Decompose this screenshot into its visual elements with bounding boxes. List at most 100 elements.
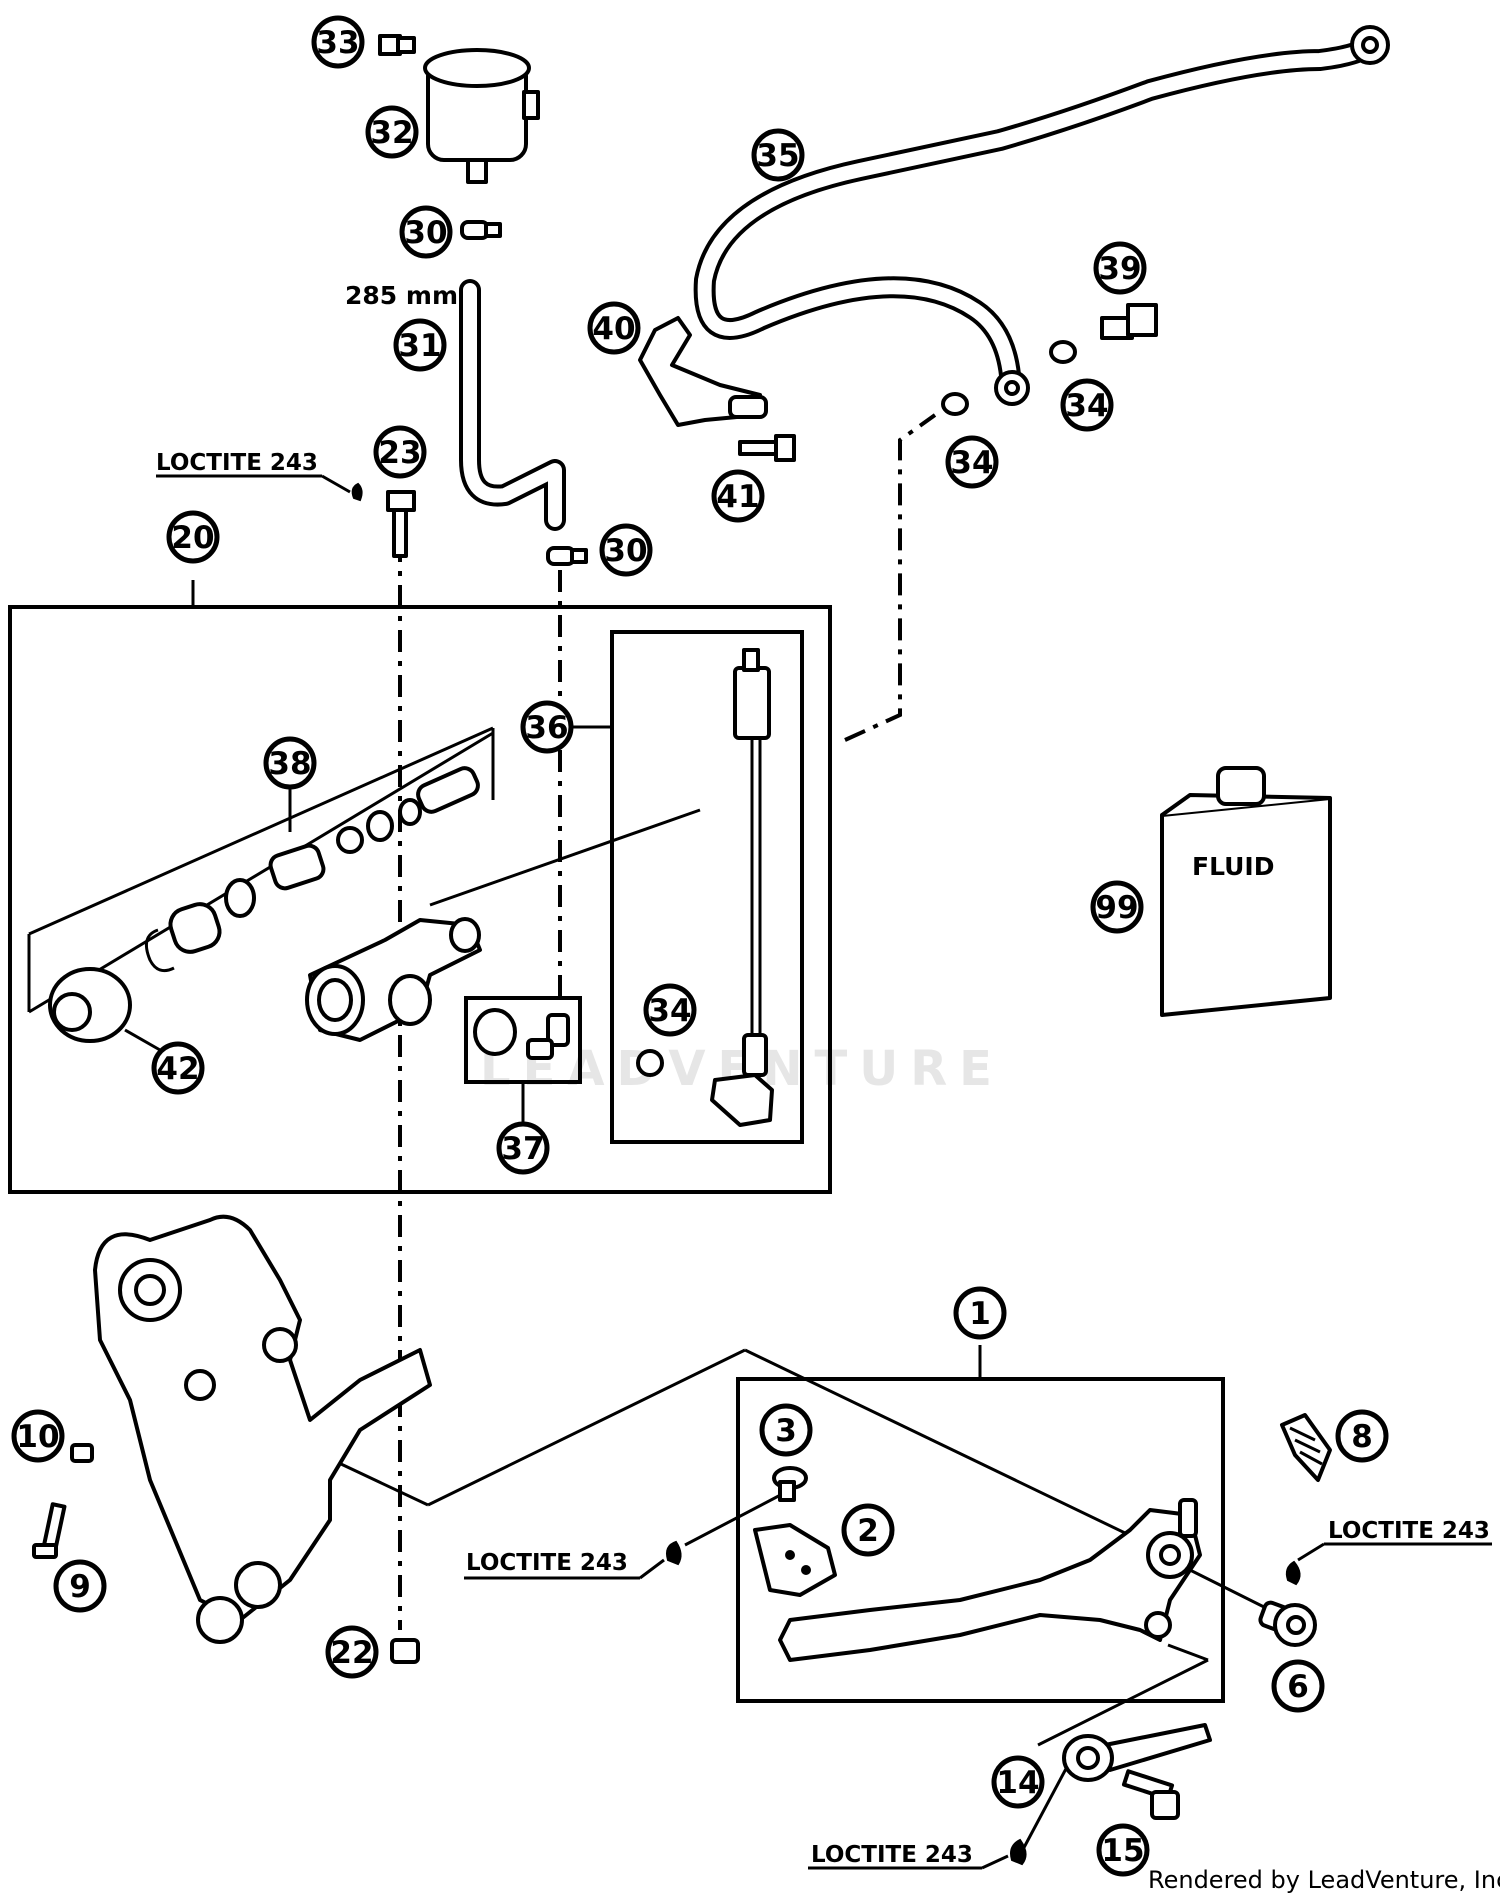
svg-text:6: 6: [1287, 1669, 1309, 1705]
svg-text:31: 31: [398, 328, 441, 364]
loctite-drop-6: [1285, 1560, 1301, 1586]
callout-8: 8: [1335, 1409, 1389, 1463]
axis-line-34: [844, 413, 937, 742]
part-37-fittings: [473, 1008, 570, 1060]
loctite-label-6: LOCTITE 243: [1297, 1518, 1492, 1562]
part-32-reservoir: [423, 48, 540, 184]
callout-32: 32: [365, 105, 419, 159]
svg-text:34: 34: [1065, 388, 1108, 424]
svg-text:LOCTITE 243: LOCTITE 243: [466, 1550, 628, 1576]
leader-14-b: [1037, 1658, 1209, 1747]
callout-35: 35: [751, 128, 805, 182]
leader-42: [124, 1028, 161, 1052]
part-3-screw: [772, 1466, 808, 1502]
svg-text:30: 30: [404, 215, 447, 251]
callout-42: 42: [151, 1041, 205, 1095]
callout-1: 1: [953, 1286, 1007, 1340]
svg-text:20: 20: [171, 520, 214, 556]
callout-15: 15: [1096, 1823, 1150, 1877]
part-35-brake-line: [693, 25, 1390, 406]
part-8-spring: [1280, 1413, 1332, 1482]
part-30-clamp-upper: [460, 220, 502, 240]
part-41-screw: [738, 434, 796, 462]
svg-text:2: 2: [857, 1513, 879, 1549]
callout-2: 2: [841, 1503, 895, 1557]
part-99-fluid-bottle: [1160, 766, 1332, 1017]
svg-text:42: 42: [156, 1051, 199, 1087]
svg-text:38: 38: [268, 746, 311, 782]
footrest-bracket: [93, 1214, 432, 1644]
loctite-label-15: LOCTITE 243: [808, 1842, 1009, 1870]
svg-text:LOCTITE 243: LOCTITE 243: [811, 1842, 973, 1868]
callout-9: 9: [53, 1559, 107, 1613]
svg-text:34: 34: [950, 445, 993, 481]
leader-loctite-3: [684, 1488, 791, 1547]
callout-22: 22: [325, 1625, 379, 1679]
leader-14-a: [1167, 1643, 1209, 1662]
callout-38: 38: [263, 736, 317, 790]
callout-23: 23: [373, 425, 427, 479]
svg-text:22: 22: [330, 1635, 373, 1671]
loctite-drop-23: [351, 482, 363, 502]
part-15-bolt: [1121, 1769, 1180, 1820]
svg-text:LOCTITE 243: LOCTITE 243: [156, 450, 318, 476]
assembly-frame-20: [8, 605, 832, 1194]
callout-40: 40: [587, 301, 641, 355]
loctite-label-23: LOCTITE 243: [156, 450, 351, 494]
part-10-nut: [70, 1443, 94, 1463]
svg-text:30: 30: [604, 533, 647, 569]
callout-6: 6: [1271, 1659, 1325, 1713]
leader-36-body: [429, 808, 701, 907]
part-1-brake-pedal: [778, 1498, 1202, 1662]
svg-text:99: 99: [1095, 890, 1138, 926]
part-34-washer-c: [636, 1049, 664, 1077]
part-36-brake-light-switch: [710, 648, 774, 1127]
svg-text:39: 39: [1098, 251, 1141, 287]
callout-34-middle: 34: [945, 435, 999, 489]
part-38-piston-kit: [48, 766, 480, 1043]
part-6-pivot-bolt: [1258, 1600, 1317, 1647]
svg-text:LOCTITE 243: LOCTITE 243: [1328, 1518, 1490, 1544]
part-34-washer-b: [941, 392, 969, 416]
svg-text:36: 36: [525, 710, 568, 746]
svg-text:33: 33: [316, 25, 359, 61]
callout-14: 14: [991, 1755, 1045, 1809]
svg-text:9: 9: [69, 1569, 91, 1605]
part-9-bolt: [32, 1502, 67, 1559]
hose-length-label: 285 mm: [345, 281, 458, 310]
part-14-pushrod: [1062, 1723, 1212, 1782]
callout-31: 31: [393, 318, 447, 372]
svg-text:37: 37: [501, 1131, 544, 1167]
fluid-label: FLUID: [1192, 852, 1274, 881]
part-30-clamp-lower: [546, 546, 588, 566]
svg-text:3: 3: [775, 1413, 797, 1449]
svg-text:23: 23: [378, 435, 421, 471]
leader-mount-pedal-c: [744, 1348, 1151, 1547]
kit-38-parallelogram-top: [28, 726, 494, 936]
part-22-nut: [390, 1638, 420, 1664]
callout-37: 37: [496, 1121, 550, 1175]
svg-text:1: 1: [969, 1296, 991, 1332]
svg-text:41: 41: [716, 479, 759, 515]
part-31-hose: [459, 279, 566, 531]
svg-text:32: 32: [370, 115, 413, 151]
callout-99: 99: [1090, 880, 1144, 934]
leader-mount-pedal-b: [427, 1348, 746, 1507]
callout-30-lower: 30: [599, 523, 653, 577]
callout-10: 10: [11, 1409, 65, 1463]
callout-36: 36: [520, 700, 574, 754]
svg-text:35: 35: [756, 138, 799, 174]
master-cylinder-body: [305, 917, 482, 1042]
callout-39: 39: [1093, 241, 1147, 295]
assembly-frame-36: [610, 630, 804, 1144]
part-23-bolt: [386, 490, 416, 558]
callout-34-inner: 34: [643, 983, 697, 1037]
loctite-label-3: LOCTITE 243: [464, 1550, 665, 1580]
part-2-pedal-tip: [753, 1523, 837, 1597]
kit-38-parallelogram-bottom: [28, 731, 494, 1014]
callout-41: 41: [711, 469, 765, 523]
part-33-screw: [378, 34, 416, 56]
loctite-drop-15: [1010, 1838, 1027, 1866]
callout-3: 3: [759, 1403, 813, 1457]
